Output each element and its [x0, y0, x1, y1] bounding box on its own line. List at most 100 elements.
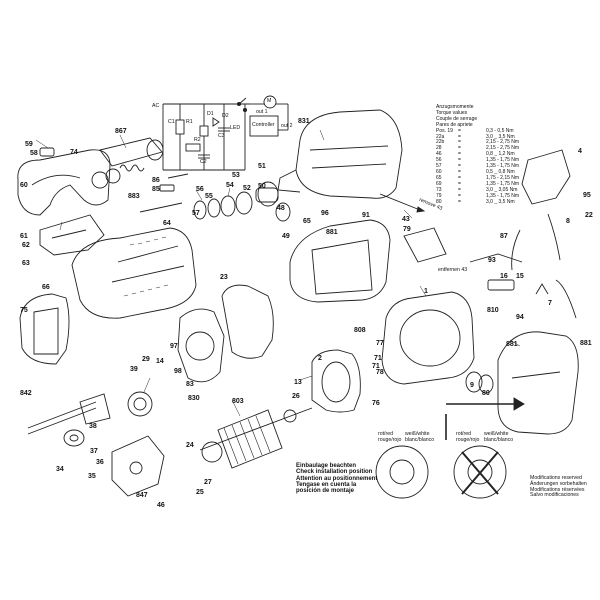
part-callout: 881 — [326, 229, 338, 236]
torque-row: 60=0,5 _ 0,8 Nm — [436, 168, 556, 176]
leader-lines — [35, 129, 521, 417]
part-callout: 35 — [88, 473, 96, 480]
part-callout: 55 — [205, 193, 213, 200]
circuit-label-d2: D2 — [222, 113, 229, 119]
torque-cell-eq: = — [458, 163, 461, 170]
part-callout: 91 — [362, 212, 370, 219]
torque-cell-pos: 46 — [436, 151, 442, 158]
part-2-stator — [311, 349, 361, 413]
part-64-housing-shell — [71, 227, 197, 319]
circuit-label-c3: C3 — [218, 133, 225, 139]
part-callout: 7 — [548, 300, 552, 307]
part-callout: 80 — [482, 390, 490, 397]
torque-cell-pos: 80 — [436, 198, 442, 205]
part-callout: 46 — [157, 502, 165, 509]
modifications-note: Modifications reserved Änderungen vorbeh… — [530, 475, 587, 499]
circuit-label-c1: C1 — [168, 119, 175, 125]
part-callout: 39 — [130, 366, 138, 373]
torque-row: Pos. 19=0,3 - 0,5 Nm — [436, 127, 556, 135]
installation-note-en: Check installation position — [296, 469, 373, 476]
part-callout: 87 — [500, 233, 508, 240]
part-4-switch — [521, 149, 571, 205]
part-callout: 83 — [186, 381, 194, 388]
wire-red-label: rot/red rouge/rojo — [378, 431, 402, 443]
part-callout: 66 — [42, 284, 50, 291]
part-callout: 830 — [188, 395, 200, 402]
modifications-fr: Modifications réservées — [530, 486, 585, 493]
part-callout: 24 — [186, 442, 194, 449]
part-callout: 51 — [258, 163, 266, 170]
modifications-de: Änderungen vorbehalten — [530, 480, 587, 487]
part-callout: 2 — [318, 355, 322, 362]
part-callout: 4 — [578, 148, 582, 155]
part-callout: 71 — [372, 363, 380, 370]
part-callout: 883 — [128, 193, 140, 200]
torque-cell-eq: = — [458, 192, 461, 199]
torque-cell-pos: 69 — [436, 180, 442, 187]
torque-cell-pos: 28 — [436, 145, 442, 152]
part-1-field-housing — [381, 291, 475, 385]
circuit-label-d1: D1 — [207, 111, 214, 117]
torque-cell-value: 0,8 _ 1,2 Nm — [486, 151, 515, 158]
torque-cell-pos: 60 — [436, 168, 442, 175]
wire-white-line2: blanc/blanco — [405, 436, 435, 443]
torque-cell-pos: 56 — [436, 157, 442, 164]
part-callout: 53 — [232, 172, 240, 179]
part-881-main-housing — [289, 219, 391, 303]
torque-row: 22b=2,15 - 2,75 Nm — [436, 140, 556, 146]
part-callout: 8 — [566, 218, 570, 225]
torque-row: 69 = 1,35 - 1,75 Nm — [436, 180, 556, 188]
wire-white-label: weiß/white blanc/blanco — [405, 431, 435, 443]
part-callout: 76 — [372, 400, 380, 407]
torque-row: 73=3,0 _ 3,05 Nm — [436, 186, 556, 194]
part-callout: 86 — [152, 177, 160, 184]
part-callout: 37 — [90, 448, 98, 455]
torque-cell-eq: = — [458, 151, 461, 158]
torque-cell-eq: = — [458, 133, 461, 140]
part-callout: 64 — [163, 220, 171, 227]
part-callout: 808 — [354, 327, 366, 334]
wire-white-line1: weiß/white — [405, 431, 430, 437]
installation-note-es-1: Tengase en cuenta la — [296, 481, 357, 488]
circuit-label-r1: R1 — [186, 119, 193, 125]
wire-red-line1-b: rot/red — [456, 431, 471, 437]
part-74-cover — [17, 149, 111, 216]
circuit-label-led: LED — [230, 125, 241, 131]
wire-red-line2: rouge/rojo — [378, 436, 402, 443]
part-callout: 54 — [226, 182, 234, 189]
torque-header-en: Torque values — [436, 109, 468, 116]
torque-cell-value: 1,75 - 2,15 Nm — [486, 174, 520, 181]
part-callout: 97 — [170, 343, 178, 350]
part-callout: 50 — [258, 183, 266, 190]
part-callout: 56 — [196, 186, 204, 193]
part-callout: 881 — [506, 341, 518, 348]
installation-note-es-2: posición de montaje — [296, 488, 355, 495]
circuit-label-ac: AC — [152, 103, 160, 109]
part-803-armature — [199, 407, 313, 469]
part-callout: 79 — [403, 226, 411, 233]
part-callout: 58 — [30, 150, 38, 157]
torque-cell-eq: = — [458, 186, 461, 193]
torque-cell-value: 1,35 - 1,75 Nm — [486, 157, 520, 164]
torque-cell-value: 1,35 - 1,75 Nm — [486, 163, 520, 170]
wire-red-line1: rot/red — [378, 431, 393, 437]
torque-row: 65=1,75 - 2,15 Nm — [436, 174, 556, 182]
wire-white-line2-b: blanc/blanco — [484, 436, 514, 443]
part-callout: 71 — [374, 355, 382, 362]
part-callout: 60 — [20, 182, 28, 189]
torque-cell-pos: Pos. 19 — [436, 127, 453, 134]
torque-cell-value: 3,0 _ 3,05 Nm — [486, 186, 518, 193]
part-callout: 881 — [580, 340, 592, 347]
torque-cell-eq: = — [458, 180, 461, 187]
part-callout: 95 — [583, 192, 591, 199]
installation-note: Einbaulage beachten Check installation p… — [296, 463, 377, 494]
modifications-es: Salvo modificaciones — [530, 492, 579, 499]
torque-cell-value: 1,35 - 1,75 Nm — [486, 180, 520, 187]
circuit-label-out1: out 1 — [256, 109, 268, 115]
part-callout: 842 — [20, 390, 32, 397]
part-callout: 831 — [298, 118, 310, 125]
torque-header-fr: Couple de serrage — [436, 115, 478, 122]
part-callout: 27 — [204, 479, 212, 486]
part-callout: 36 — [96, 459, 104, 466]
part-62-plate — [39, 214, 105, 256]
